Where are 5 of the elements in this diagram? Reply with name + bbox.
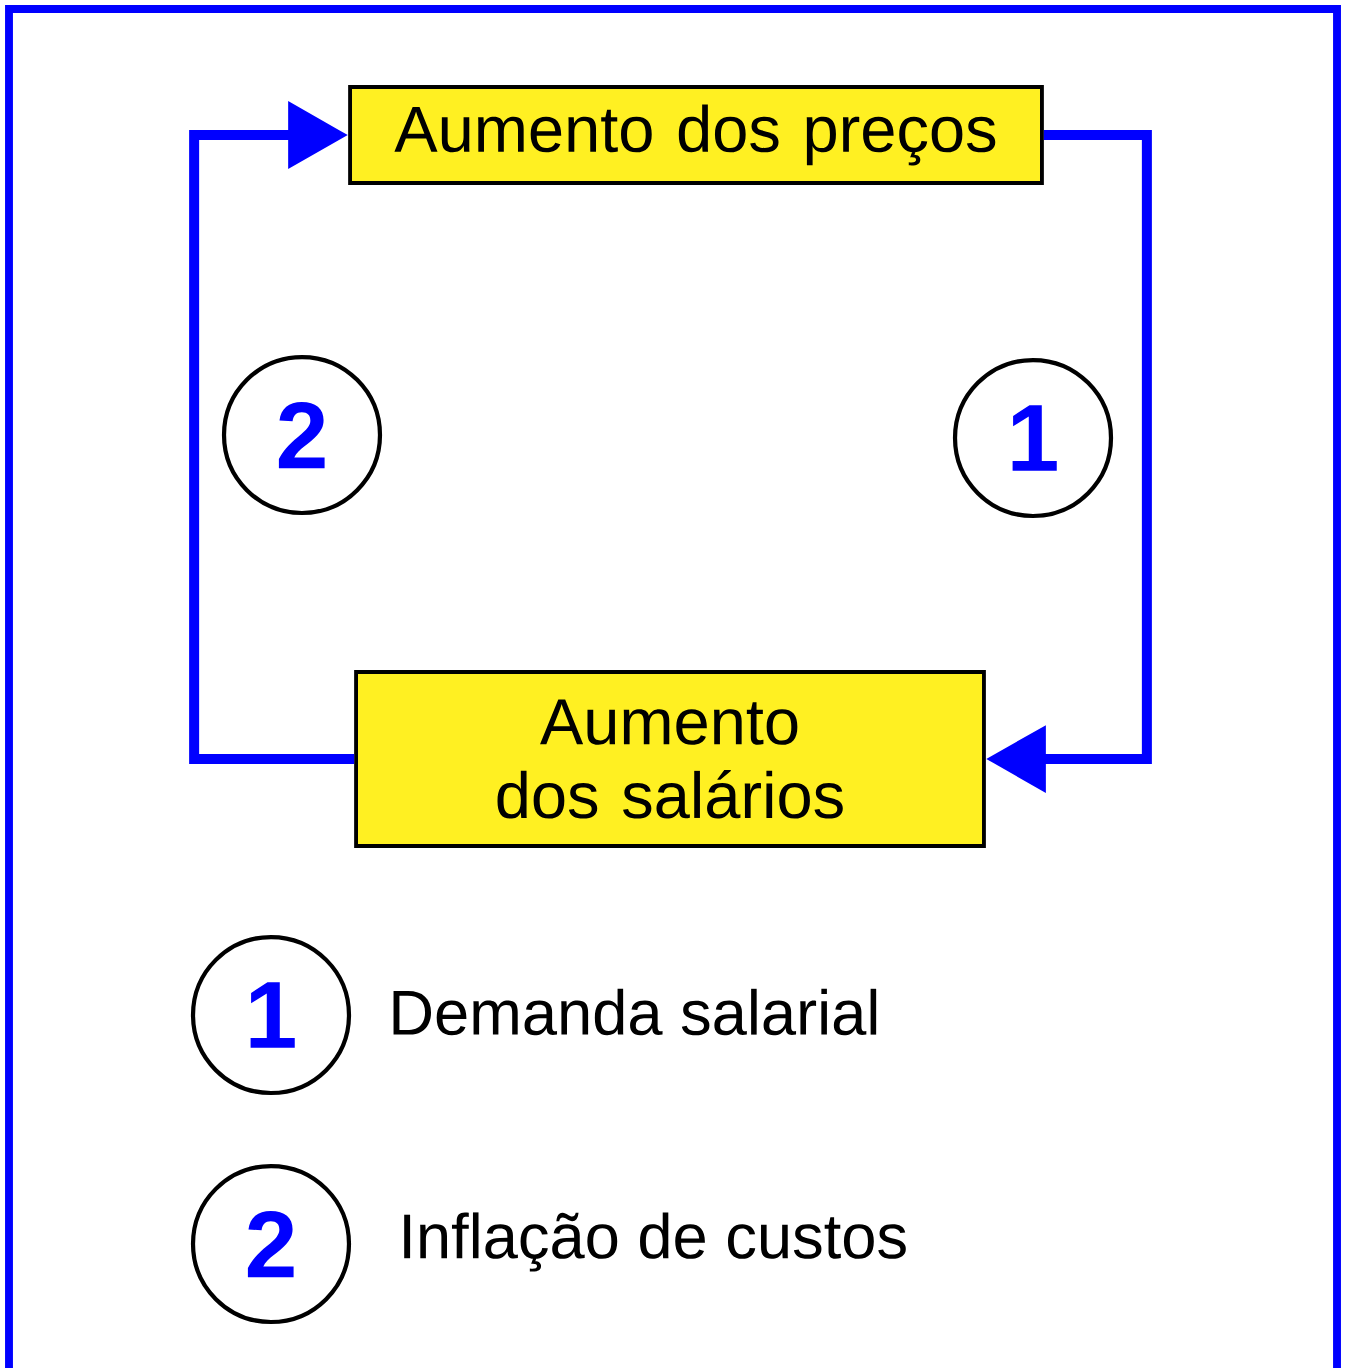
process-box: Aumento dos preços (348, 85, 1044, 185)
arrow (189, 101, 355, 764)
legend-text: Inflação de custos (404, 1212, 906, 1272)
process-box: Aumento dos salários (354, 670, 986, 848)
legend-text: Demanda salarial (393, 988, 877, 1036)
